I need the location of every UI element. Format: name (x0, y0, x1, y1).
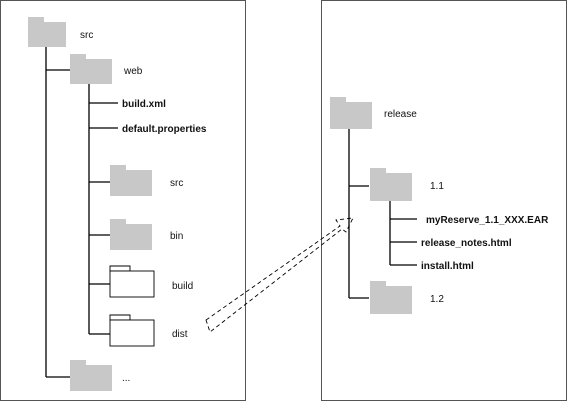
release-notes-label: release_notes.html (421, 238, 512, 249)
left-tree-lines (45, 47, 118, 378)
build-folder-icon (109, 265, 155, 298)
release-label: release (384, 109, 417, 120)
ear-label: myReserve_1.1_XXX.EAR (426, 215, 549, 226)
src-folder-icon (28, 17, 66, 47)
bin-folder-icon (110, 219, 152, 250)
dashed-connector-arrow (205, 217, 354, 333)
src-label: src (80, 30, 93, 41)
more-label: ... (122, 373, 130, 384)
install-label: install.html (421, 261, 474, 272)
build-xml-label: build.xml (122, 99, 166, 110)
v11-folder-icon (370, 168, 412, 201)
dist-label: dist (172, 329, 188, 340)
web-folder-icon (70, 54, 112, 84)
web-src-folder-icon (110, 165, 152, 196)
right-tree-lines (348, 129, 417, 299)
v12-folder-icon (370, 281, 412, 314)
v11-label: 1.1 (430, 181, 444, 192)
web-src-label: src (170, 178, 183, 189)
bin-label: bin (170, 231, 183, 242)
web-label: web (123, 66, 143, 77)
default-properties-label: default.properties (122, 124, 207, 135)
v12-label: 1.2 (430, 294, 444, 305)
right-panel (321, 0, 567, 401)
dist-folder-icon (109, 314, 155, 347)
release-folder-icon (330, 97, 372, 129)
more-folder-icon (70, 360, 112, 391)
build-label: build (172, 281, 193, 292)
